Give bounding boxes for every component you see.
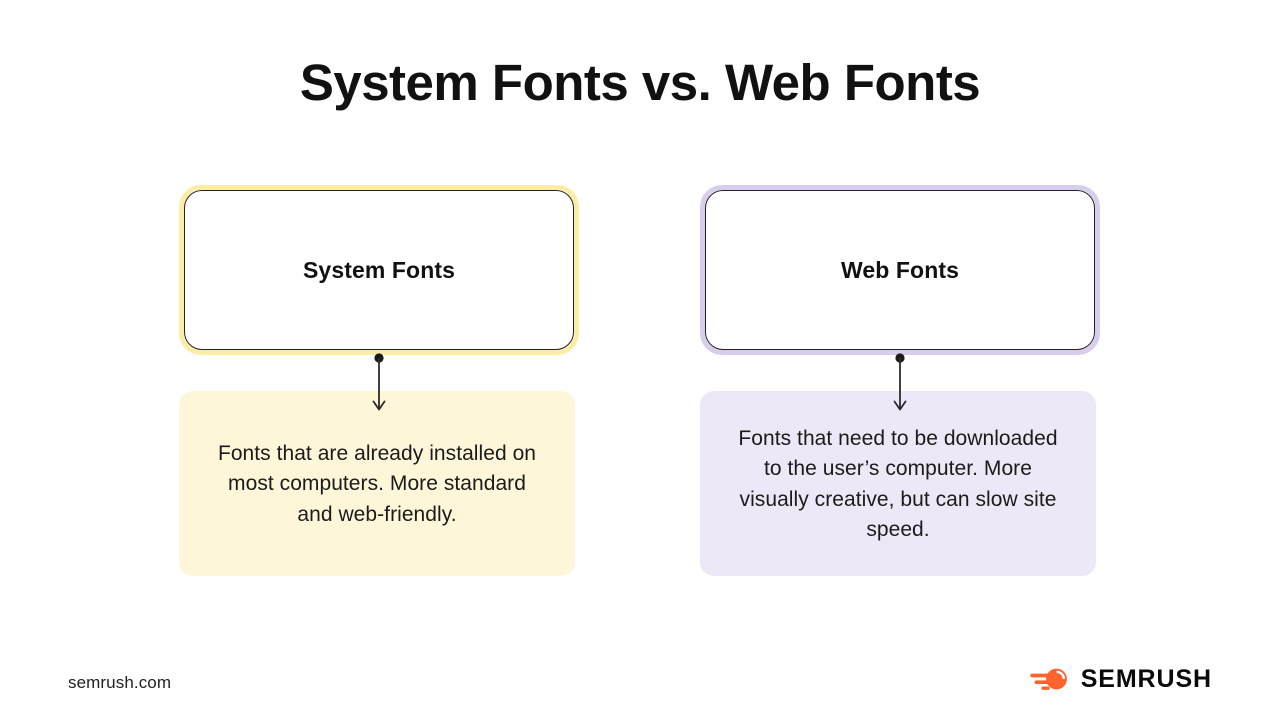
description-card-system-fonts: Fonts that are already installed on most…	[179, 391, 575, 576]
description-text-web-fonts: Fonts that need to be downloaded to the …	[738, 426, 1058, 541]
column-system-fonts: System Fonts Fonts that are already inst…	[179, 185, 579, 576]
description-card-web-fonts: Fonts that need to be downloaded to the …	[700, 391, 1096, 576]
down-arrow-connector-icon	[372, 353, 386, 411]
brand-logo: SEMRUSH	[1029, 664, 1212, 694]
brand-name: SEMRUSH	[1080, 664, 1212, 693]
footer-site-url: semrush.com	[68, 673, 172, 692]
header-card-web-fonts: Web Fonts	[700, 185, 1100, 355]
header-label-web-fonts: Web Fonts	[840, 256, 960, 283]
header-label-system-fonts: System Fonts	[302, 256, 455, 283]
semrush-comet-icon	[1029, 668, 1067, 690]
down-arrow-connector-icon	[893, 353, 907, 411]
description-text-system-fonts: Fonts that are already installed on most…	[217, 441, 537, 526]
column-web-fonts: Web Fonts Fonts that need to be download…	[700, 185, 1100, 576]
header-card-system-fonts: System Fonts	[179, 185, 579, 355]
page-title: System Fonts vs. Web Fonts	[299, 54, 981, 111]
